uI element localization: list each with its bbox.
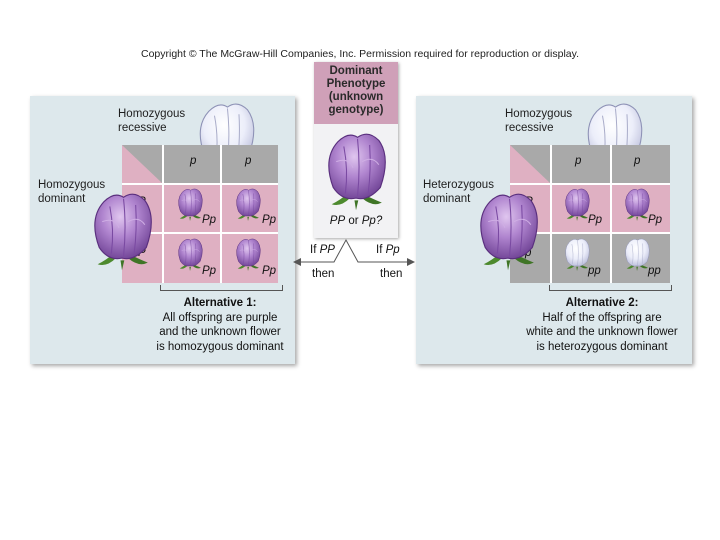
right-caption-title: Alternative 2: [500,296,704,311]
right-branch-genotype: Pp [386,244,400,256]
genotype-option-pp-question: Pp? [362,215,382,227]
left-top-allele-2: p [245,155,251,167]
center-title-line-1: Dominant [314,65,398,78]
left-branch-then: then [310,268,335,281]
left-branch-label: If PP then [310,244,335,281]
genotype-option-pp: PP [330,215,345,227]
right-caption-tick-right [671,285,672,291]
right-caption-bracket [549,290,672,291]
left-offspring-flower-2 [232,186,264,222]
left-recessive-label-line2: recessive [118,121,185,135]
left-offspring-genotype-2: Pp [262,214,276,226]
left-col-divider-2 [220,145,222,283]
right-recessive-label-line1: Homozygous [505,107,572,121]
unknown-genotype-question: PP or Pp? [314,215,398,228]
right-offspring-genotype-1: Pp [588,214,602,226]
left-caption: Alternative 1: All offspring are purple … [125,296,315,354]
right-caption-tick-left [549,285,550,291]
right-top-allele-2: p [634,155,640,167]
left-top-allele-1: p [190,155,196,167]
unknown-purple-flower [318,128,394,212]
right-caption-line-3: is heterozygous dominant [500,340,704,355]
right-offspring-genotype-4: pp [648,265,661,277]
center-title-line-3: (unknown [314,91,398,104]
left-branch-genotype: PP [320,244,335,256]
copyright-notice: Copyright © The McGraw-Hill Companies, I… [0,48,720,60]
left-row-divider [122,183,278,185]
genotype-option-or: or [345,215,362,227]
left-offspring-genotype-3: Pp [202,265,216,277]
right-caption-line-2: white and the unknown flower [500,325,704,340]
unknown-genotype-header: Dominant Phenotype (unknown genotype) [314,62,398,124]
right-row-divider [510,183,670,185]
left-offspring-genotype-4: Pp [262,265,276,277]
right-parent-purple-flower [470,188,546,272]
left-branch-if: If [310,244,320,256]
left-caption-tick-left [160,285,161,291]
right-recessive-label-line2: recessive [505,121,572,135]
center-title-line-4: genotype) [314,104,398,117]
left-offspring-flower-4 [232,236,264,272]
left-offspring-genotype-1: Pp [202,214,216,226]
center-title-line-2: Phenotype [314,78,398,91]
left-caption-line-1: All offspring are purple [125,311,315,326]
right-col-divider [550,145,552,283]
left-caption-line-3: is homozygous dominant [125,340,315,355]
right-branch-then: then [376,268,402,281]
left-recessive-label-line1: Homozygous [118,107,185,121]
right-offspring-genotype-3: pp [588,265,601,277]
left-caption-tick-right [282,285,283,291]
right-caption-line-1: Half of the offspring are [500,311,704,326]
right-top-allele-1: p [575,155,581,167]
left-caption-title: Alternative 1: [125,296,315,311]
right-recessive-label: Homozygous recessive [505,107,572,135]
right-col-divider-2 [610,145,612,283]
left-caption-line-2: and the unknown flower [125,325,315,340]
left-recessive-label: Homozygous recessive [118,107,185,135]
left-caption-bracket [160,290,283,291]
left-parent-purple-flower [84,188,160,272]
right-caption: Alternative 2: Half of the offspring are… [500,296,704,354]
right-offspring-genotype-2: Pp [648,214,662,226]
right-branch-if: If [376,244,386,256]
right-branch-label: If Pp then [376,244,402,281]
left-col-divider [162,145,164,283]
